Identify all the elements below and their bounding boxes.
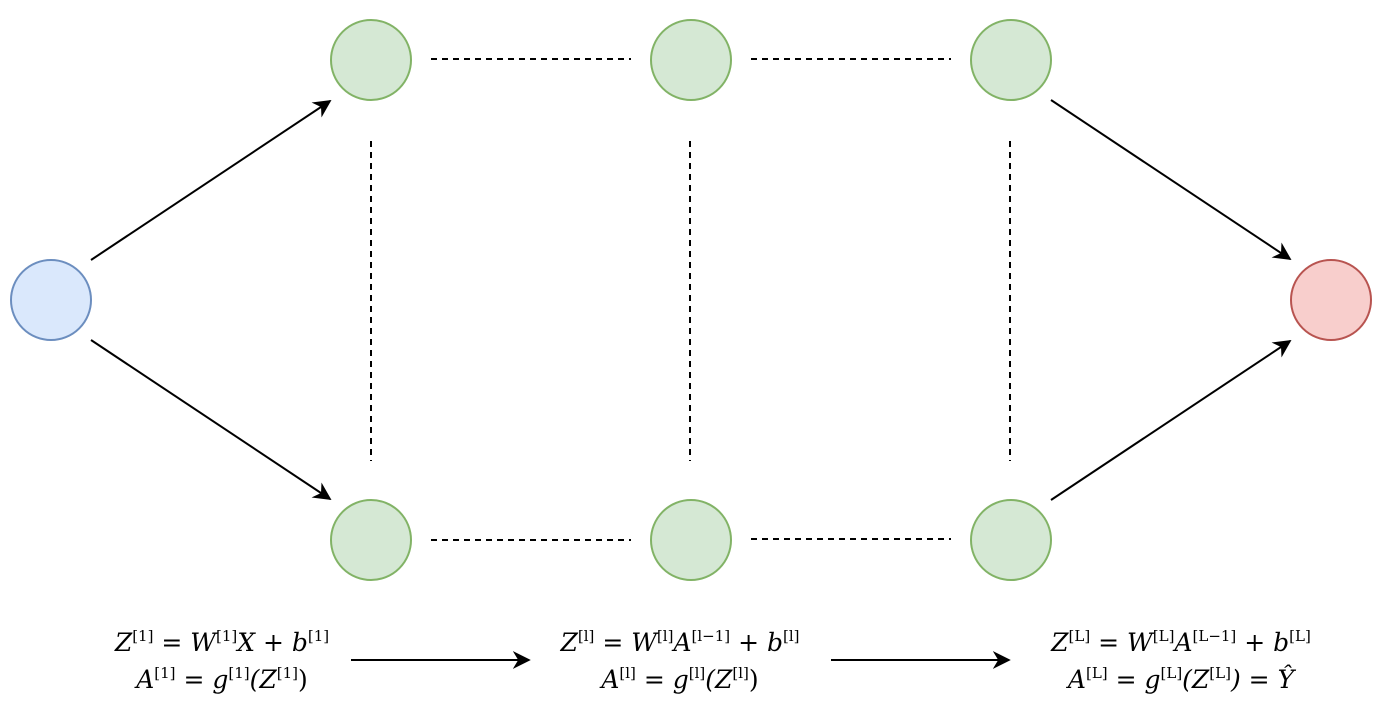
edge-hiddenL-top-to-output: [1050, 99, 1292, 260]
output-node: [1290, 259, 1372, 341]
hidden-node-layer-l-top: [650, 19, 732, 101]
hidden-node-layer-L-bottom: [970, 499, 1052, 581]
equation-z-layer1: Z[1] = W[1]X + b[1]: [114, 627, 329, 657]
equation-a-layer-L: A[L] = g[L](Z[L]) = Ŷ: [1066, 664, 1297, 694]
equation-z-layer-L: Z[L] = W[L]A[L−1] + b[L]: [1050, 627, 1311, 657]
equation-z-layer-l: Z[l] = W[l]A[l−1] + b[l]: [559, 627, 799, 657]
hidden-node-layer1-top: [330, 19, 412, 101]
hidden-node-layer-L-top: [970, 19, 1052, 101]
hidden-node-layer-l-bottom: [650, 499, 732, 581]
edge-input-to-hidden1-bottom: [90, 339, 332, 500]
edge-hiddenL-bottom-to-output: [1050, 340, 1292, 501]
equation-a-layer-l: A[l] = g[l](Z[l]): [599, 664, 758, 694]
input-node: [10, 259, 92, 341]
equation-a-layer1: A[1] = g[1](Z[1]): [134, 664, 308, 694]
hidden-node-layer1-bottom: [330, 499, 412, 581]
edge-input-to-hidden1-top: [90, 100, 332, 261]
